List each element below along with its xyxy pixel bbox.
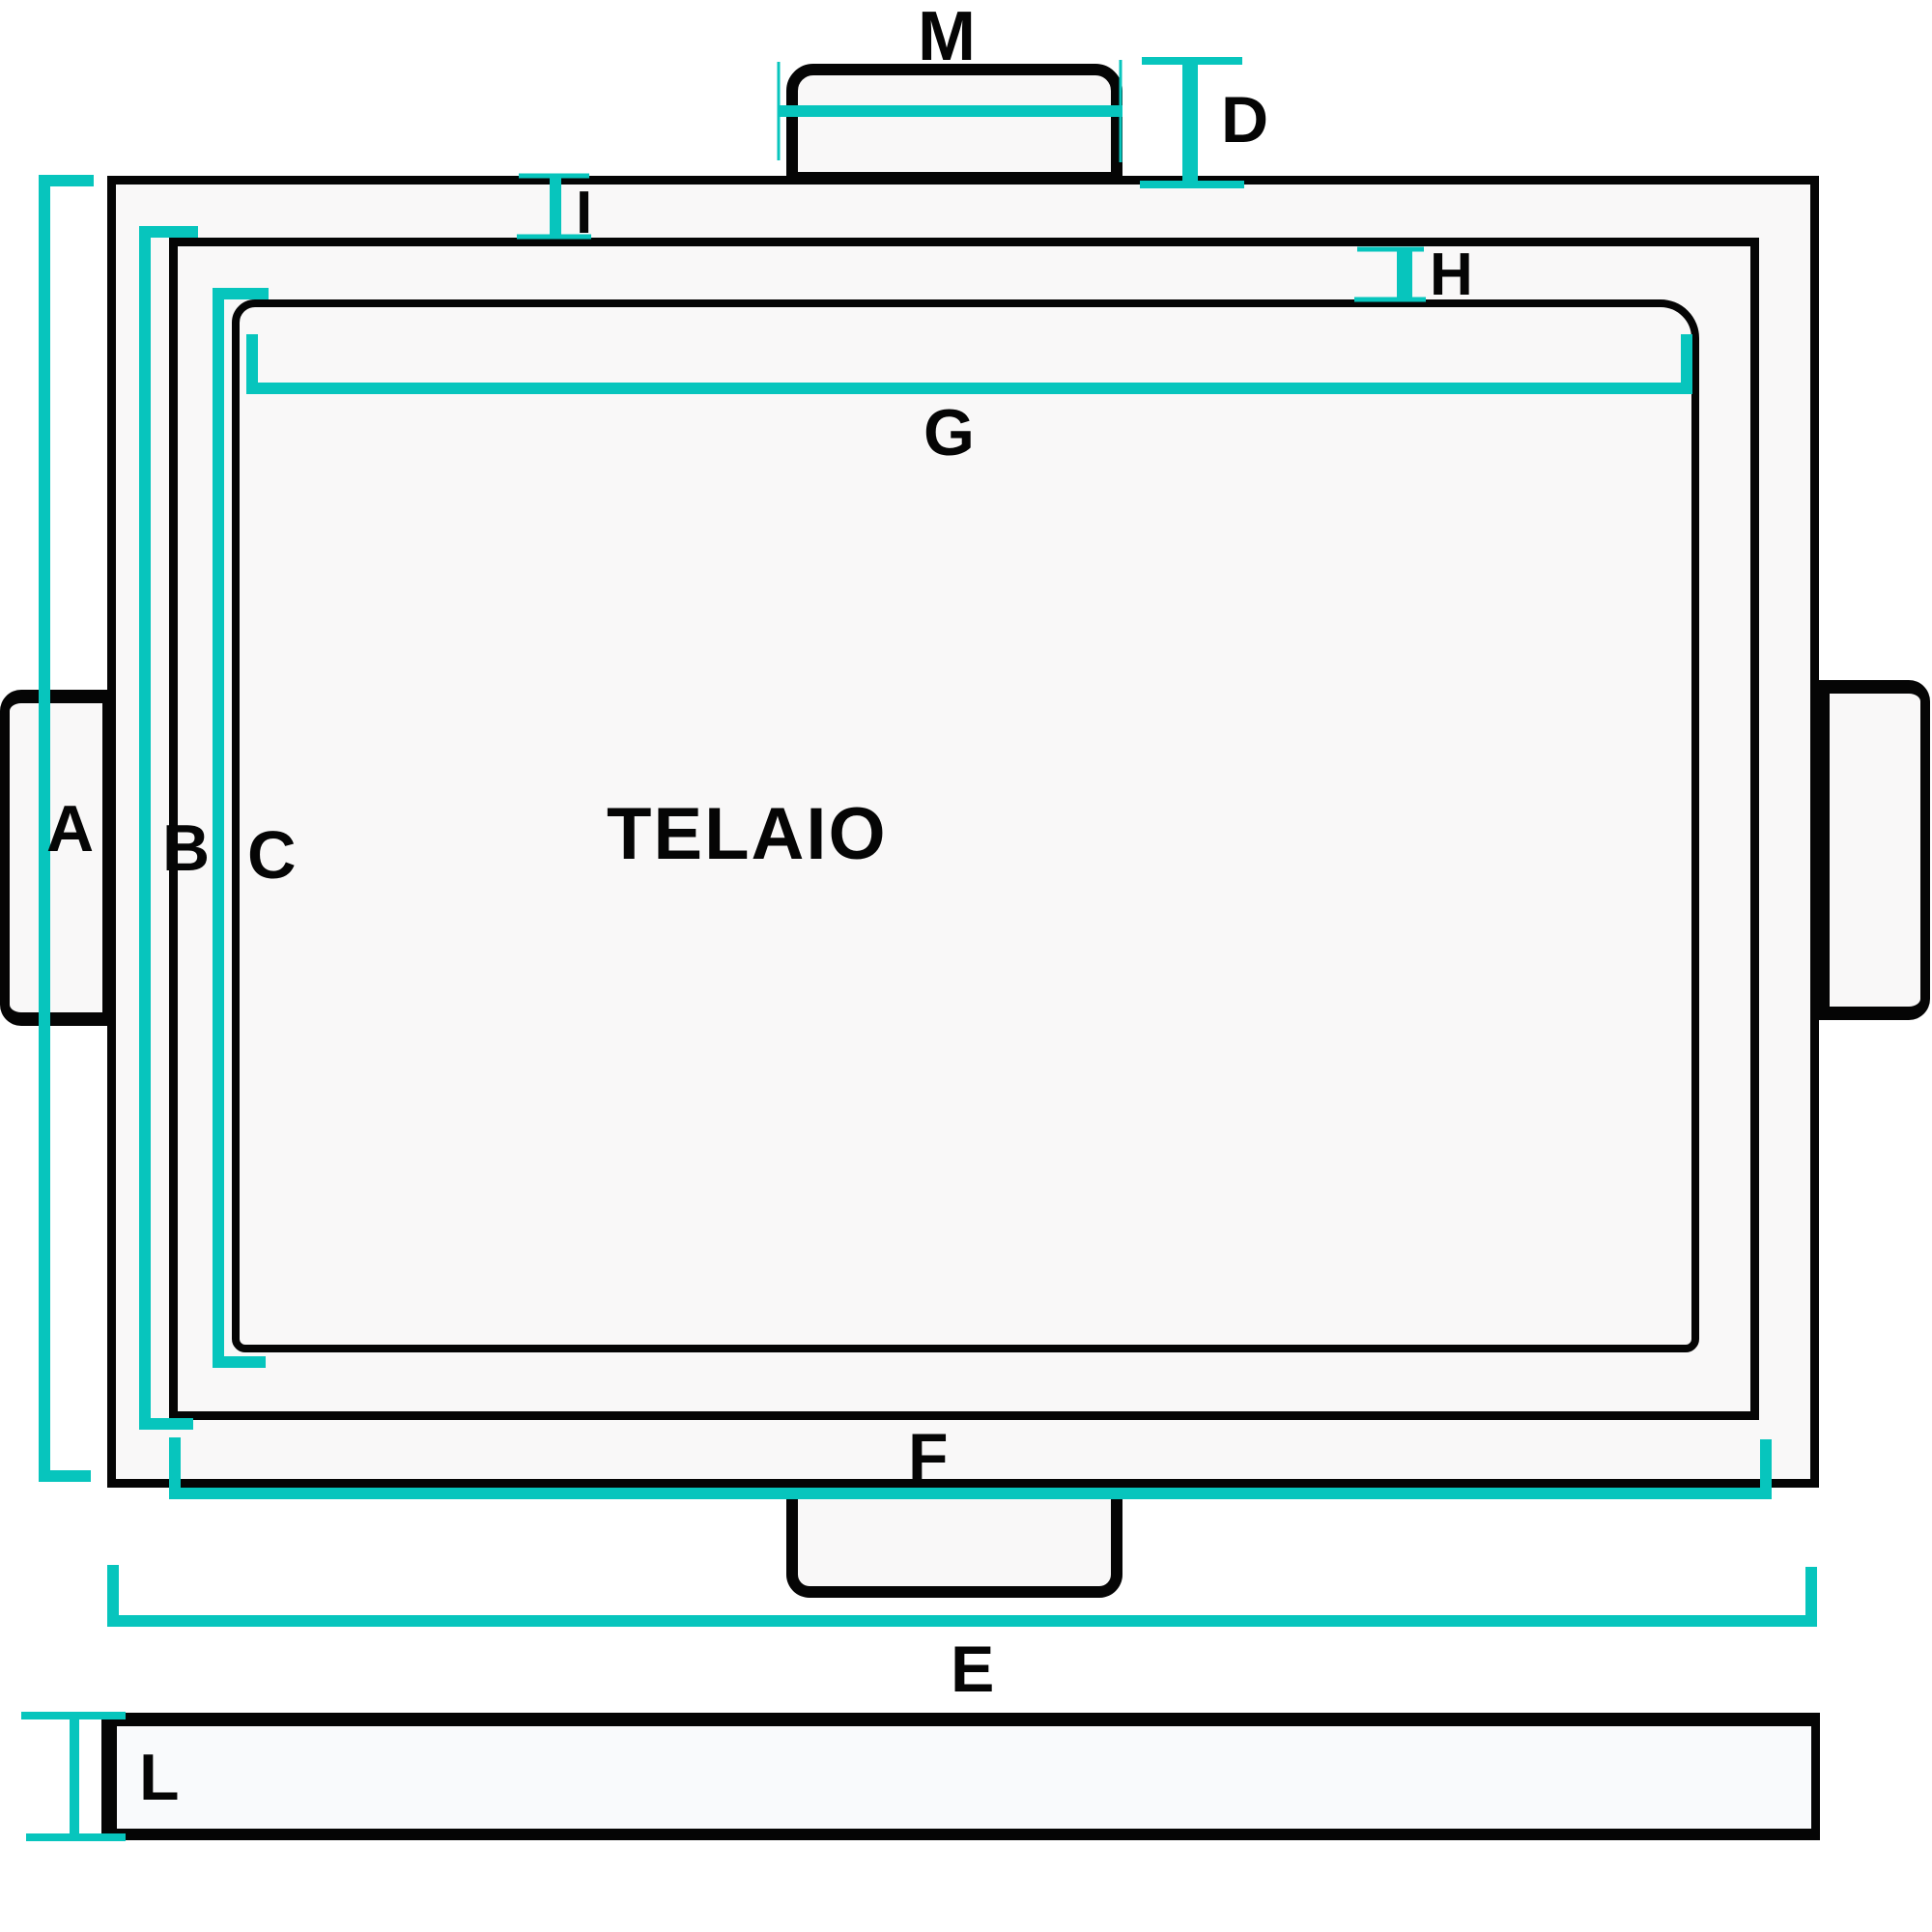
dimension-label-d: D <box>1221 83 1269 156</box>
dimension-label-l: L <box>139 1741 180 1814</box>
dimension-label-a: A <box>46 792 95 866</box>
bottom-tab <box>786 1495 1122 1598</box>
dimension-label-h: H <box>1430 242 1473 308</box>
top-tab <box>786 64 1122 184</box>
right-tab <box>1812 680 1930 1020</box>
dimension-label-c: C <box>247 817 297 893</box>
dimension-label-m: M <box>918 0 976 75</box>
dimension-label-g: G <box>923 396 975 469</box>
profile-bar <box>101 1713 1820 1840</box>
diagram-title: TELAIO <box>607 793 888 875</box>
dimension-label-e: E <box>951 1633 995 1706</box>
dimension-label-b: B <box>162 811 211 885</box>
dimension-label-f: F <box>908 1420 949 1493</box>
dimension-label-i: I <box>576 180 593 246</box>
inner-frame <box>232 299 1699 1352</box>
